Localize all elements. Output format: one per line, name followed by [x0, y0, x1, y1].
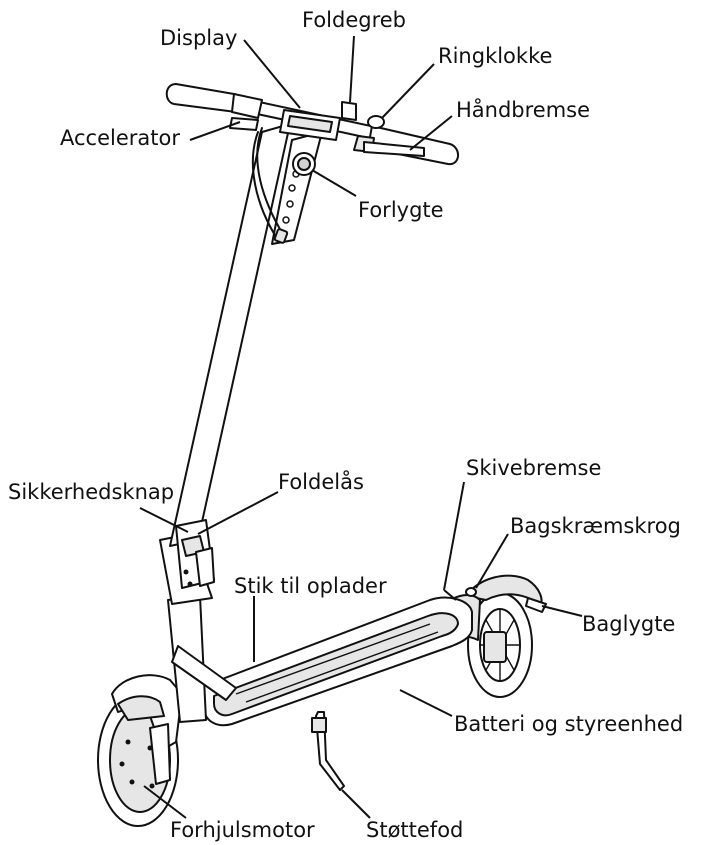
- front-light: [293, 153, 315, 175]
- leader-baglygte: [542, 606, 582, 616]
- label-sikkerhedsknap: Sikkerhedsknap: [8, 480, 174, 504]
- label-haandbremse: Håndbremse: [456, 98, 590, 122]
- leader-accelerator: [190, 122, 240, 140]
- label-ringklokke: Ringklokke: [438, 44, 552, 68]
- leader-foldelaas: [198, 492, 278, 534]
- leader-foldegreb: [350, 36, 354, 102]
- label-skivebremse: Skivebremse: [466, 456, 601, 480]
- leader-ringklokke: [382, 64, 434, 118]
- label-foldegreb: Foldegreb: [302, 8, 406, 32]
- label-bagskraemskrog: Bagskræmskrog: [510, 514, 681, 538]
- leader-forlygte: [312, 170, 356, 196]
- stem-assembly: [160, 124, 290, 722]
- label-batteri: Batteri og styreenhed: [454, 712, 683, 736]
- label-foldelaas: Foldelås: [278, 470, 364, 494]
- label-baglygte: Baglygte: [582, 612, 675, 636]
- label-forhjulsmotor: Forhjulsmotor: [170, 818, 315, 842]
- label-accelerator: Accelerator: [60, 126, 180, 150]
- label-stik-til-oplader: Stik til oplader: [234, 574, 387, 598]
- label-forlygte: Forlygte: [358, 198, 444, 222]
- kickstand: [312, 712, 344, 790]
- label-stoettefod: Støttefod: [366, 818, 463, 842]
- leader-batteri: [400, 690, 452, 716]
- label-display: Display: [160, 26, 237, 50]
- leader-skivebremse: [444, 482, 464, 590]
- leader-stoettefod: [342, 790, 370, 818]
